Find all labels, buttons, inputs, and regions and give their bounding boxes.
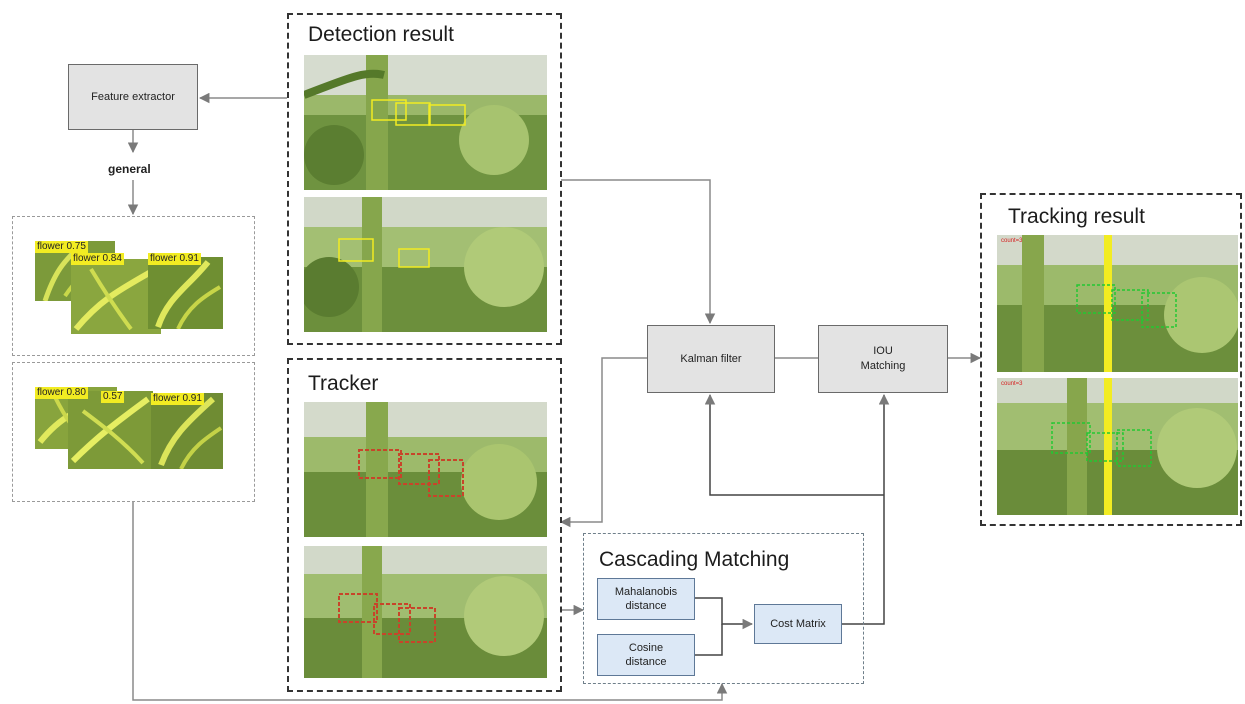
tracker-image-2 [304, 546, 547, 678]
arrow-detection-to-kalman [561, 179, 716, 325]
tracker-panel: Tracker [287, 358, 562, 692]
detection-image-2 [304, 197, 547, 332]
cascading-matching-title: Cascading Matching [599, 548, 790, 571]
mahalanobis-distance-label: distance [625, 600, 667, 612]
tracking-image-2: count=3 [997, 378, 1238, 515]
kalman-filter-label: Kalman filter [680, 352, 742, 365]
iou-matching-box: IOU Matching [818, 325, 948, 393]
cost-matrix-box: Cost Matrix [754, 604, 842, 644]
crop-image [148, 257, 223, 329]
general-label: general [108, 162, 151, 176]
crop-image [71, 259, 161, 334]
crop-label: flower 0.75 [35, 241, 88, 253]
crop-label: 0.57 [101, 391, 125, 403]
kalman-filter-box: Kalman filter [647, 325, 775, 393]
detection-result-title: Detection result [308, 23, 454, 46]
tracker-title: Tracker [308, 372, 379, 395]
tracker-image-1 [304, 402, 547, 537]
mahalanobis-distance-box: Mahalanobis distance [597, 578, 695, 620]
arrow-crops-to-cascading [132, 502, 728, 701]
arrow-mahalanobis-to-cost [695, 597, 754, 630]
crop-label: flower 0.80 [35, 387, 88, 399]
crop-image [151, 393, 223, 469]
arrow-cosine-to-cost [695, 624, 723, 656]
cosine-label: Cosine [628, 641, 664, 654]
cost-matrix-label: Cost Matrix [770, 617, 826, 630]
count-label: count=3 [1001, 381, 1023, 387]
count-label: count=3 [1001, 238, 1023, 244]
crop-label: flower 0.84 [71, 253, 124, 265]
matching-label: Matching [860, 360, 906, 372]
feature-extractor-label: Feature extractor [91, 90, 175, 103]
cascading-matching-panel: Cascading Matching [583, 533, 864, 684]
detection-result-panel: Detection result [287, 13, 562, 345]
crop-label: flower 0.91 [151, 393, 204, 405]
detection-image-1 [304, 55, 547, 190]
arrow-feedback-to-kalman [704, 393, 884, 496]
crop-image [68, 391, 153, 469]
cosine-distance-label: distance [625, 656, 667, 668]
crops-panel-top: flower 0.75 flower 0.84 flower 0.91 [12, 216, 255, 356]
feature-extractor-box: Feature extractor [68, 64, 198, 130]
crop-label: flower 0.91 [148, 253, 201, 265]
tracking-result-title: Tracking result [1008, 205, 1145, 228]
cosine-distance-box: Cosine distance [597, 634, 695, 676]
tracking-image-1: count=3 [997, 235, 1238, 372]
iou-label: IOU [873, 345, 893, 358]
arrow-cost-to-iou [842, 393, 890, 625]
crops-panel-bottom: flower 0.80 0.57 flower 0.91 [12, 362, 255, 502]
tracking-result-panel: Tracking result count=3 count=3 [980, 193, 1242, 526]
arrow-kalman-to-tracker [559, 357, 670, 528]
mahalanobis-label: Mahalanobis [614, 585, 678, 598]
